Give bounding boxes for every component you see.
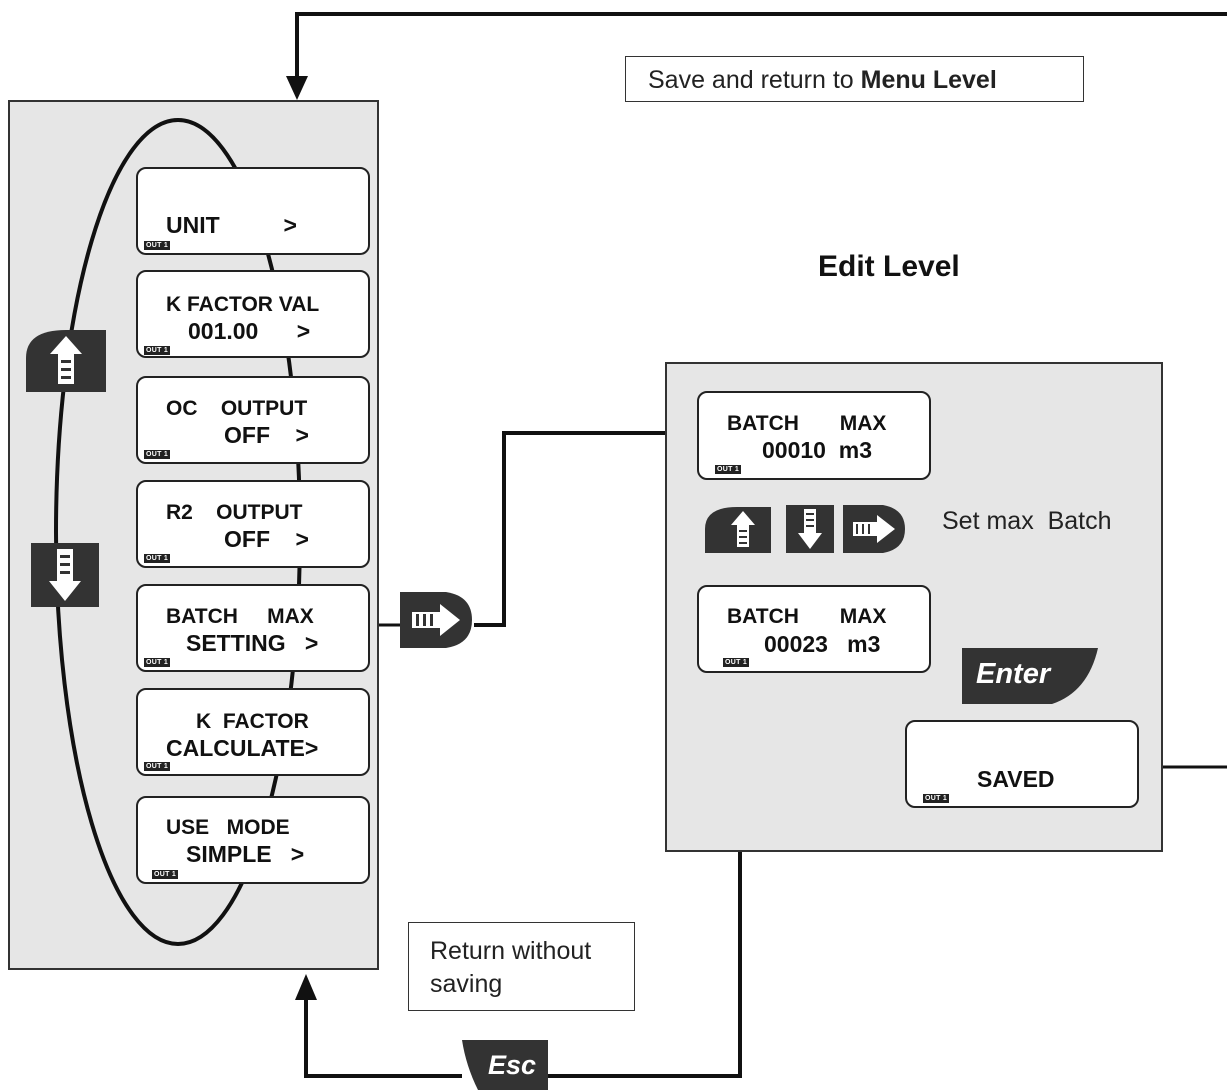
esc-line-right [545,850,742,1078]
to-edit-level-line [474,431,680,627]
menu-item-line1: USE MODE [166,816,290,839]
save-return-arrowhead [286,76,308,100]
esc-key-shape [462,1040,548,1090]
out1-tag: OUT 1 [723,658,750,667]
save-return-note: Save and return to Menu Level [625,56,1084,102]
enter-key-shape [962,648,1098,704]
menu-item-line2: CALCULATE> [166,735,319,761]
save-return-note-prefix: Save and return to [648,66,861,94]
menu-item-line2: OFF > [224,422,309,448]
out1-tag: OUT 1 [144,658,171,667]
down-key-icon[interactable] [31,543,99,607]
menu-item-line1: K FACTOR [196,710,309,733]
note-line2: saving [430,970,503,998]
out1-tag: OUT 1 [144,346,171,355]
out1-tag: OUT 1 [144,450,171,459]
edit-item-batch-max-new[interactable]: BATCH MAX 00023 m3 OUT 1 [697,585,931,673]
esc-key[interactable]: Esc [462,1040,548,1090]
note-line1: Return without [430,937,592,965]
save-return-line [295,12,1227,88]
esc-return-arrowhead [295,974,317,1000]
enter-key-label: Enter [976,658,1051,690]
enter-key[interactable]: Enter [960,648,1098,704]
out1-tag: OUT 1 [923,794,950,803]
menu-item-line1: K FACTOR VAL [166,293,320,316]
menu-item-line2: SIMPLE > [186,841,305,867]
menu-item-line2: UNIT > [166,212,297,238]
menu-item-line1: BATCH MAX [166,605,314,628]
edit-down-key-icon[interactable] [786,505,834,553]
menu-item-line2: 001.00 > [188,318,311,344]
return-without-saving-note: Return without saving [408,922,635,1011]
edit-right-key-icon[interactable] [843,505,907,553]
menu-item-unit[interactable]: UNIT > OUT 1 [136,167,370,255]
edit-item-line2: SAVED [977,766,1055,792]
out1-tag: OUT 1 [152,870,179,879]
menu-item-use-mode[interactable]: USE MODE SIMPLE > OUT 1 [136,796,370,884]
edit-item-line1: BATCH MAX [727,605,887,628]
menu-item-line1: OC OUTPUT [166,397,308,420]
menu-item-line1: R2 OUTPUT [166,501,303,524]
right-key-icon[interactable] [400,592,474,648]
up-key-icon[interactable] [24,328,108,394]
edit-level-title: Edit Level [818,250,960,283]
set-max-batch-label: Set max Batch [942,507,1112,535]
esc-line-left [304,990,462,1078]
edit-item-batch-max-current[interactable]: BATCH MAX 00010 m3 OUT 1 [697,391,931,480]
out1-tag: OUT 1 [144,762,171,771]
out1-tag: OUT 1 [715,465,742,474]
edit-item-line2: 00023 m3 [764,631,881,657]
edit-item-line2: 00010 m3 [762,437,872,463]
edit-item-saved: SAVED OUT 1 [905,720,1139,808]
out1-tag: OUT 1 [144,241,171,250]
menu-item-batch-max-setting[interactable]: BATCH MAX SETTING > OUT 1 [136,584,370,672]
edit-item-line1: BATCH MAX [727,412,887,435]
edit-up-key-icon[interactable] [705,505,771,553]
menu-item-oc-output[interactable]: OC OUTPUT OFF > OUT 1 [136,376,370,464]
menu-item-line2: OFF > [224,526,309,552]
menu-item-r2-output[interactable]: R2 OUTPUT OFF > OUT 1 [136,480,370,568]
menu-item-k-factor-calculate[interactable]: K FACTOR CALCULATE> OUT 1 [136,688,370,776]
save-return-note-bold: Menu Level [860,66,997,94]
menu-item-k-factor-val[interactable]: K FACTOR VAL 001.00 > OUT 1 [136,270,370,358]
out1-tag: OUT 1 [144,554,171,563]
esc-key-label: Esc [488,1050,537,1080]
menu-item-line2: SETTING > [186,630,319,656]
